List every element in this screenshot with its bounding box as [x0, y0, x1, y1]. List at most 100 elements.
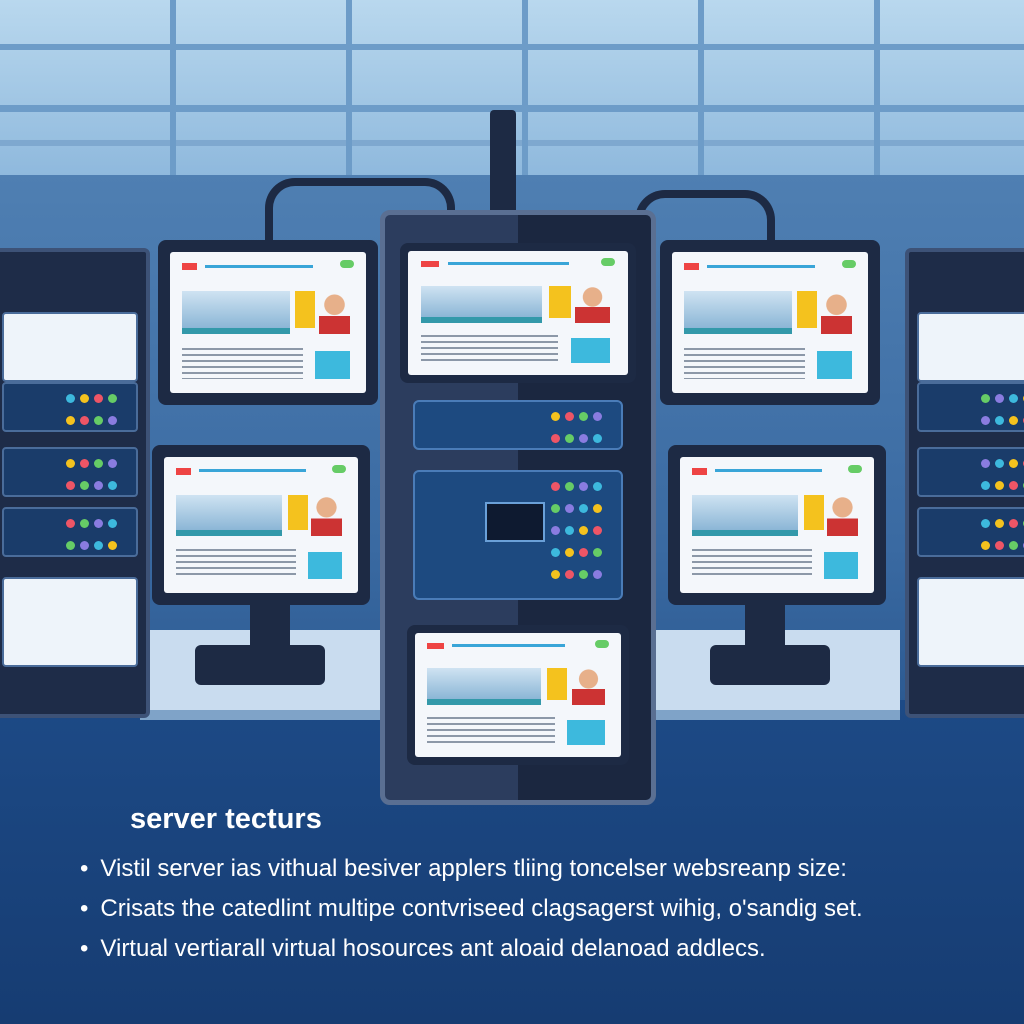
bullet-item: Crisats the catedlint multipe contvrisee… — [80, 895, 862, 935]
rack-unit — [917, 507, 1024, 557]
header-bar — [714, 469, 822, 473]
webpage-screen — [164, 457, 358, 593]
monitor-stand — [745, 600, 785, 650]
heading: server tecturs — [130, 803, 322, 835]
status-led — [981, 541, 990, 550]
window-dots — [332, 465, 347, 474]
rack-unit — [2, 447, 138, 497]
monitor-right-bottom — [668, 445, 886, 605]
mail-icon — [567, 719, 605, 745]
status-led — [108, 394, 117, 403]
rack-screen — [2, 577, 138, 667]
status-led — [579, 504, 588, 513]
window-dots — [600, 258, 615, 267]
header-bar — [205, 264, 314, 268]
status-led — [80, 481, 89, 490]
status-led — [981, 459, 990, 468]
mail-icon — [307, 552, 343, 580]
status-led — [1009, 416, 1018, 425]
badge-tile — [797, 291, 818, 329]
status-led — [565, 570, 574, 579]
status-led — [565, 526, 574, 535]
status-led — [108, 541, 117, 550]
avatar — [575, 283, 611, 323]
status-led — [995, 459, 1004, 468]
bullet-item: Vistil server ias vithual besiver appler… — [80, 855, 863, 895]
status-led — [579, 412, 588, 421]
logo-mark — [427, 642, 444, 650]
hero-image — [683, 291, 792, 334]
badge-tile — [548, 285, 571, 318]
logo-mark — [181, 263, 198, 271]
status-led — [1009, 394, 1018, 403]
window-dots — [340, 260, 355, 269]
mail-icon — [315, 350, 351, 379]
ceiling-pole — [490, 110, 516, 215]
text-lines — [175, 549, 296, 580]
avatar — [827, 492, 859, 536]
rack-unit — [917, 382, 1024, 432]
status-led — [565, 504, 574, 513]
status-led — [981, 416, 990, 425]
status-led — [66, 394, 75, 403]
status-led — [108, 416, 117, 425]
server-rack-right — [905, 248, 1024, 718]
mini-monitor — [485, 502, 545, 542]
status-led — [66, 519, 75, 528]
status-led — [995, 541, 1004, 550]
status-led — [995, 416, 1004, 425]
hero-image — [181, 291, 290, 334]
ceiling — [0, 0, 1024, 175]
status-led — [551, 504, 560, 513]
avatar — [571, 665, 605, 705]
monitor-left-bottom — [152, 445, 370, 605]
rack-screen — [2, 312, 138, 382]
status-panel — [413, 400, 623, 450]
window-dots — [594, 640, 609, 649]
monitor-stand — [250, 600, 290, 650]
rack-screen — [917, 577, 1024, 667]
text-lines — [421, 335, 558, 363]
status-led — [593, 504, 602, 513]
rack-screen — [917, 312, 1024, 382]
mail-icon — [570, 337, 611, 363]
status-led — [579, 548, 588, 557]
header-bar — [452, 644, 566, 648]
status-led — [66, 541, 75, 550]
monitor-base — [195, 645, 325, 685]
mail-icon — [817, 350, 853, 379]
hero-image — [427, 667, 541, 705]
status-led — [565, 412, 574, 421]
status-led — [108, 519, 117, 528]
avatar — [311, 492, 343, 536]
webpage-screen — [680, 457, 874, 593]
webpage-screen — [415, 633, 621, 757]
hero-image — [421, 285, 543, 323]
status-led — [579, 434, 588, 443]
avatar — [820, 288, 853, 334]
status-led — [66, 416, 75, 425]
status-led — [108, 459, 117, 468]
mail-icon — [823, 552, 859, 580]
text-lines — [427, 717, 556, 745]
hero-image — [691, 495, 799, 536]
status-led — [551, 482, 560, 491]
status-led — [593, 570, 602, 579]
status-led — [551, 526, 560, 535]
status-led — [579, 482, 588, 491]
window-dots — [842, 260, 857, 269]
status-led — [94, 416, 103, 425]
monitor-left-top — [158, 240, 378, 405]
status-led — [80, 416, 89, 425]
badge-tile — [288, 495, 308, 531]
status-led — [593, 412, 602, 421]
rack-unit — [2, 507, 138, 557]
status-led — [1009, 541, 1018, 550]
status-led — [80, 394, 89, 403]
status-led — [565, 548, 574, 557]
hero-image — [175, 495, 283, 536]
rack-unit — [2, 382, 138, 432]
tower-screen-bottom — [407, 625, 629, 765]
status-led — [981, 519, 990, 528]
status-led — [66, 459, 75, 468]
